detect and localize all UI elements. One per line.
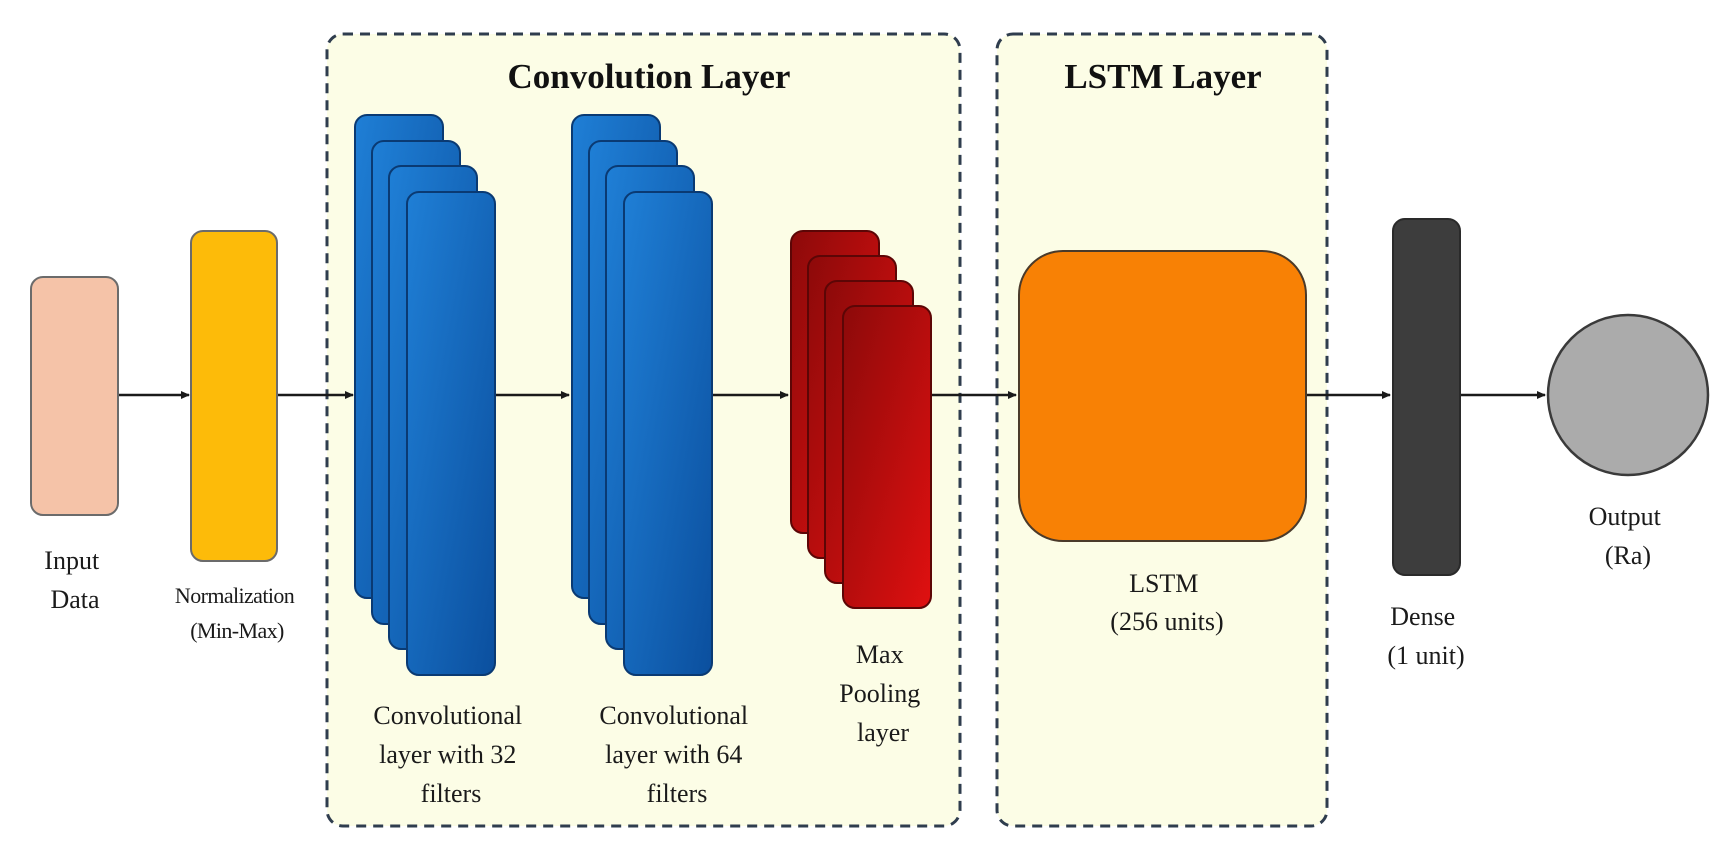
convolution-layer-title: Convolution Layer	[508, 57, 791, 96]
conv64-label: Convolutional layer with 64 filters	[599, 701, 754, 808]
maxpool-label: Max Pooling layer	[839, 640, 926, 747]
lstm-layer-title: LSTM Layer	[1064, 57, 1261, 96]
lstm-block	[1018, 250, 1307, 542]
normalization-block	[190, 230, 278, 562]
input-data-block	[30, 276, 119, 516]
output-label: Output (Ra)	[1589, 502, 1668, 570]
dense-label: Dense (1 unit)	[1387, 602, 1464, 670]
maxpool-stack	[790, 230, 932, 609]
output-node	[1546, 313, 1710, 477]
normalization-label: Normalization (Min-Max)	[175, 583, 299, 643]
conv32-label: Convolutional layer with 32 filters	[373, 701, 528, 808]
conv32-filter-card	[406, 191, 496, 676]
dense-block	[1392, 218, 1461, 576]
conv32-filter-stack	[354, 114, 496, 676]
input-data-label: Input Data	[44, 546, 105, 614]
conv64-filter-stack	[571, 114, 713, 676]
conv64-filter-card	[623, 191, 713, 676]
maxpool-card	[842, 305, 932, 609]
lstm-label: LSTM (256 units)	[1110, 569, 1223, 636]
